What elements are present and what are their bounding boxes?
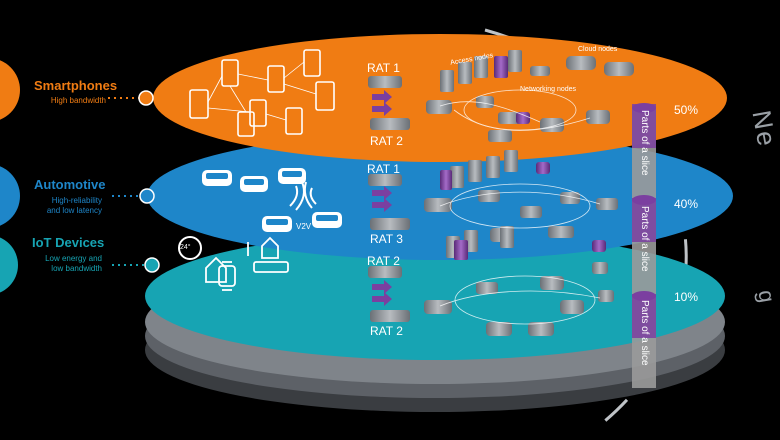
- smartwatch-icon: [218, 261, 236, 291]
- cloud-nodes-label: Cloud nodes: [578, 46, 618, 53]
- networking-nodes-label: Networking nodes: [520, 86, 577, 93]
- percent-label-2: 40%: [674, 197, 699, 211]
- rat-arrow: [372, 90, 392, 306]
- rat-label-top-3: RAT 2: [367, 254, 400, 268]
- side-text-ne: Ne: [746, 108, 780, 150]
- rat-label-top-2: RAT 1: [367, 162, 400, 176]
- slice-pillar: [632, 108, 656, 388]
- thermostat-icon: [178, 236, 202, 260]
- router-icon: [247, 242, 289, 273]
- category-subtitle-iot-2: low bandwidth: [51, 264, 102, 273]
- category-subtitle-automotive-1: High-reliability: [51, 196, 102, 205]
- network-links: [439, 89, 601, 325]
- category-circle-smartphones: [0, 60, 20, 120]
- v2v-label: V2V: [296, 222, 312, 231]
- slice-label-2: Parts of a slice: [639, 206, 650, 272]
- slice-label-1: Parts of a slice: [639, 110, 650, 176]
- rat-label-bottom-3: RAT 2: [370, 324, 403, 338]
- smart-home-icon: [205, 236, 279, 283]
- rat-label-bottom-2: RAT 3: [370, 232, 403, 246]
- layer-disc-automotive: [147, 132, 733, 260]
- percent-label-1: 50%: [674, 103, 699, 117]
- layer-disc-iot: [145, 232, 725, 360]
- category-subtitle-automotive-2: and low latency: [46, 206, 102, 215]
- category-circle-iot: [0, 237, 18, 293]
- gauge-label: 24°: [180, 244, 191, 251]
- rat-label-top-1: RAT 1: [367, 61, 400, 75]
- smartphone-icon: [189, 49, 335, 137]
- category-subtitle-smartphones: High bandwidth: [50, 96, 106, 105]
- category-title-iot: IoT Devices: [32, 235, 105, 250]
- category-title-automotive: Automotive: [34, 177, 106, 192]
- category-circle-automotive: [0, 166, 20, 226]
- rat-label-bottom-1: RAT 2: [370, 134, 403, 148]
- server-node-icon: [424, 50, 634, 336]
- category-subtitle-iot-1: Low energy and: [45, 254, 102, 263]
- percent-label-3: 10%: [674, 290, 699, 304]
- slice-label-3: Parts of a slice: [639, 300, 650, 366]
- purple-node: [440, 56, 606, 260]
- category-title-smartphones: Smartphones: [34, 78, 118, 93]
- rat-bar: [368, 76, 410, 322]
